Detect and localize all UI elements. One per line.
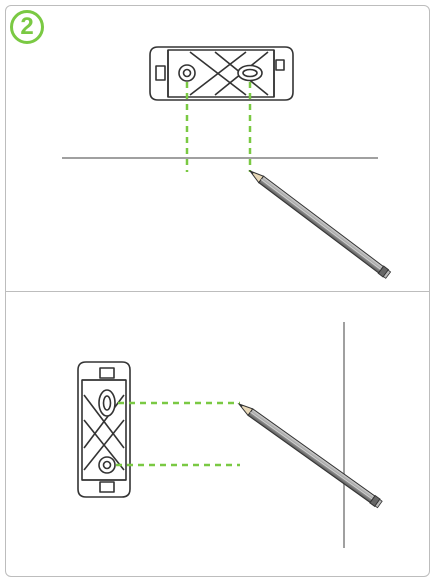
step-number-badge: 2 — [10, 10, 44, 44]
mounting-bracket-icon — [77, 361, 131, 498]
panel-divider — [6, 291, 429, 292]
mounting-bracket-icon — [149, 46, 294, 101]
pencil-icon — [248, 169, 392, 279]
pencil-icon — [237, 402, 383, 509]
top-panel — [62, 46, 392, 279]
bottom-panel — [77, 322, 383, 548]
